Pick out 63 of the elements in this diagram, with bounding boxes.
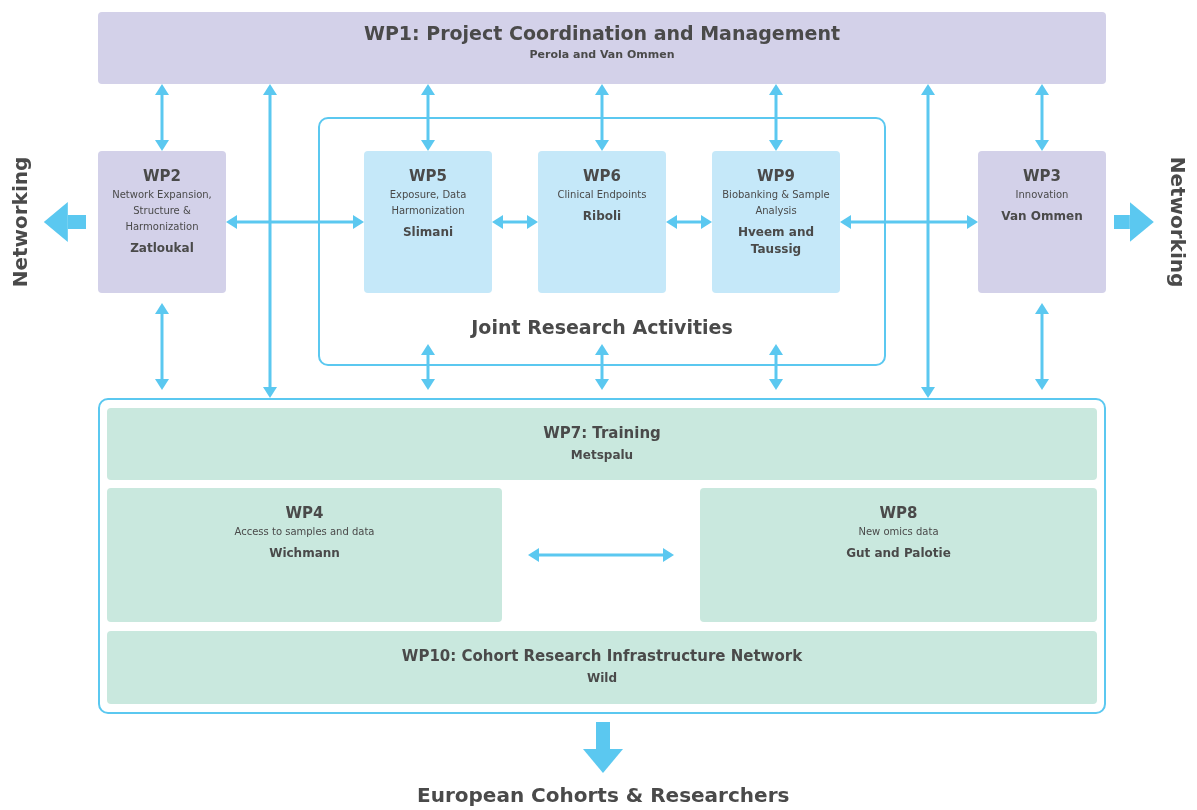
package-description: Innovation xyxy=(1015,188,1069,202)
arrow xyxy=(769,84,783,151)
leader-name: Hveem and Taussig xyxy=(736,224,816,258)
arrow xyxy=(155,84,169,151)
arrow xyxy=(43,202,86,242)
leader-name: Wild xyxy=(586,670,618,687)
arrow xyxy=(595,84,609,151)
work-package-box xyxy=(98,151,226,293)
work-package-box xyxy=(700,488,1097,622)
work-package-box xyxy=(978,151,1106,293)
package-title: WP7: Training xyxy=(543,424,661,442)
work-package-box xyxy=(107,408,1097,480)
package-title: WP1: Project Coordination and Management xyxy=(363,22,841,44)
networking-label: Networking xyxy=(7,156,32,288)
group-frame xyxy=(98,398,1106,714)
work-package-box xyxy=(712,151,840,293)
arrow xyxy=(769,344,783,390)
leader-name: Gut and Palotie xyxy=(846,545,951,562)
package-description: Clinical Endpoints xyxy=(557,188,647,202)
arrow xyxy=(528,548,674,562)
arrow xyxy=(421,344,435,390)
package-title: WP9 xyxy=(757,167,795,185)
arrow xyxy=(155,303,169,390)
work-package-box xyxy=(538,151,666,293)
arrow xyxy=(1035,84,1049,151)
work-package-box xyxy=(107,488,502,622)
package-title: WP5 xyxy=(409,167,447,185)
leader-name: Zatloukal xyxy=(130,240,194,257)
package-title: WP8 xyxy=(879,504,918,522)
package-description: Network Expansion, Structure & Harmonization xyxy=(111,188,213,234)
package-title: WP4 xyxy=(285,504,324,522)
arrow xyxy=(666,215,712,229)
package-title: WP3 xyxy=(1023,167,1061,185)
package-description: Access to samples and data xyxy=(234,525,375,539)
leader-name: Wichmann xyxy=(269,545,340,562)
package-title: WP2 xyxy=(143,167,181,185)
package-title: WP6 xyxy=(583,167,621,185)
group-frame xyxy=(318,117,886,366)
group-title: Joint Research Activities xyxy=(469,316,734,338)
arrow xyxy=(1114,202,1154,242)
arrow xyxy=(492,215,538,229)
networking-label: Networking xyxy=(1165,156,1190,288)
arrow xyxy=(921,84,935,398)
arrow xyxy=(226,215,364,229)
arrow xyxy=(840,215,978,229)
arrow xyxy=(595,344,609,390)
arrow xyxy=(1035,303,1049,390)
work-package-box xyxy=(364,151,492,293)
package-description: New omics data xyxy=(858,525,939,539)
work-package-box xyxy=(98,12,1106,84)
package-description: Biobanking & Sample Analysis xyxy=(721,188,831,218)
arrow xyxy=(421,84,435,151)
leader-name: Slimani xyxy=(402,224,454,241)
leader-name: Van Ommen xyxy=(1001,208,1083,225)
package-title: WP10: Cohort Research Infrastructure Network xyxy=(401,647,803,665)
leader-name: Riboli xyxy=(582,208,622,225)
audience-label: European Cohorts & Researchers xyxy=(417,783,790,807)
package-description: Exposure, Data Harmonization xyxy=(388,188,468,218)
leader-name: Metspalu xyxy=(570,447,634,464)
arrow xyxy=(263,84,277,398)
leader-name: Perola and Van Ommen xyxy=(529,48,675,61)
arrow xyxy=(583,722,623,773)
work-package-box xyxy=(107,631,1097,704)
